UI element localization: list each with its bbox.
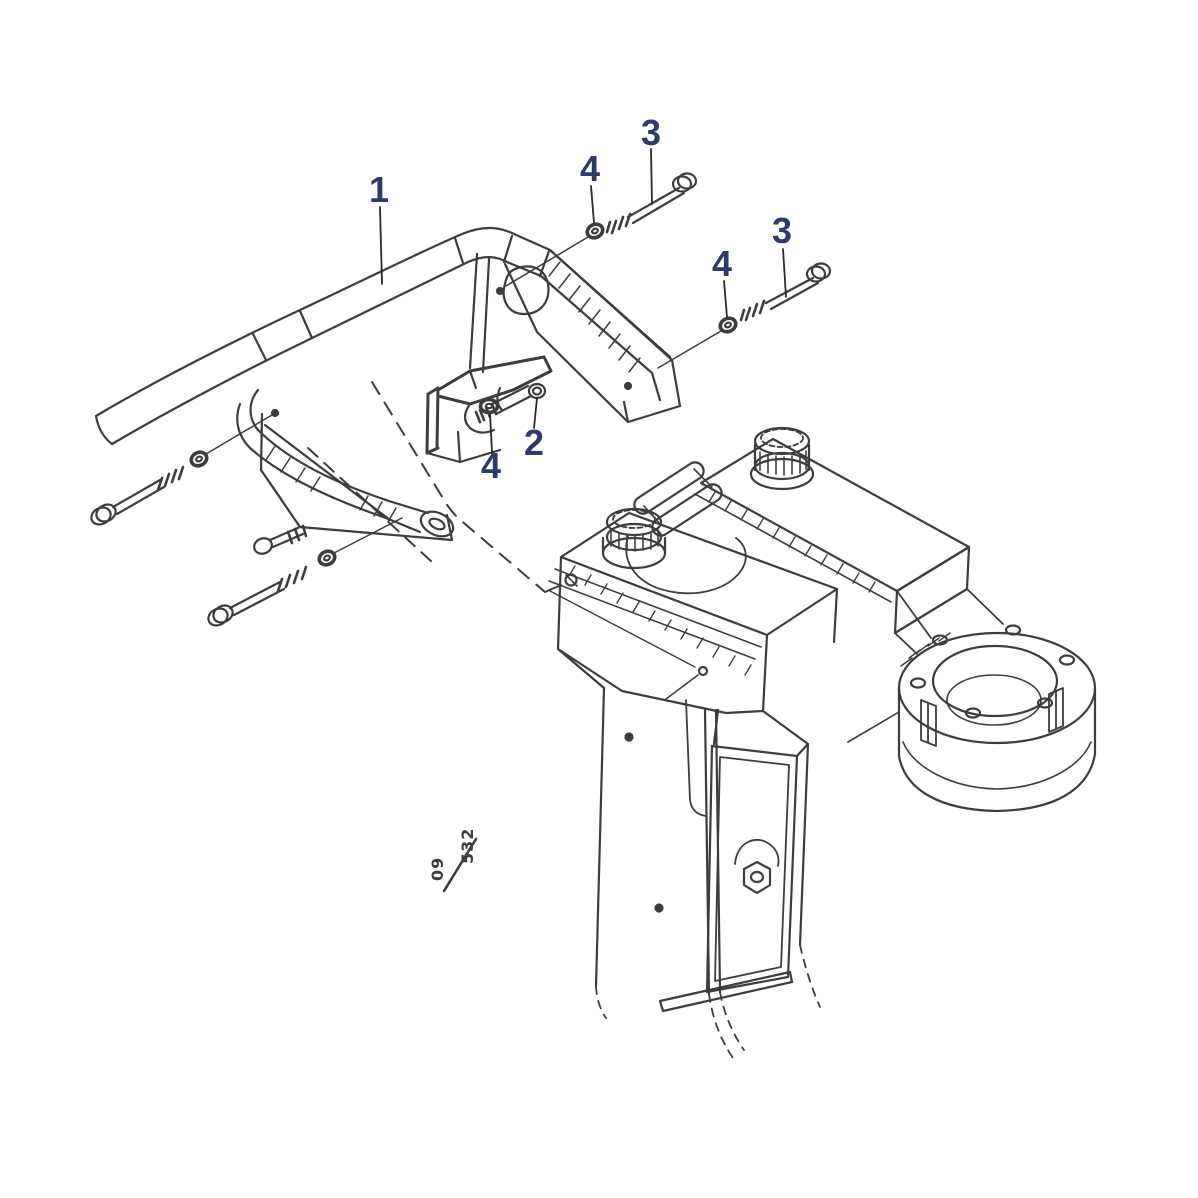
washer-part-4-middle (478, 397, 500, 415)
flange-edge-hatch (900, 632, 951, 667)
alignment-dashed-lines (307, 381, 562, 593)
weld-hatch-right-tube (548, 261, 641, 373)
filler-cap-right (749, 426, 815, 491)
callout-4-washer-upper: 4 (579, 148, 601, 189)
bolt-part-3-lower (657, 262, 832, 369)
filler-cap-left (601, 507, 667, 570)
grip-hatch-front (568, 565, 752, 676)
mounting-bolt-left-upper (90, 414, 273, 526)
callout-4-washer-middle: 4 (480, 445, 502, 486)
machine-head (548, 437, 971, 715)
callout-1-handle-bracket: 1 (368, 169, 390, 210)
callout-3-bolt-lower: 3 (771, 210, 793, 251)
handle-bracket-part-1 (94, 226, 682, 542)
grip-hatch-rear (708, 491, 876, 593)
washer-part-4-right (718, 316, 738, 334)
support-column (594, 686, 821, 1059)
bolt-part-3-upper (505, 172, 698, 287)
weld-hatch-lower-tube (265, 445, 397, 523)
washer-part-4-upper (585, 222, 605, 240)
sheet-ref-right: 532 (458, 827, 477, 864)
sheet-ref-slash (442, 837, 478, 893)
callout-2-clamp-bolt: 2 (523, 422, 545, 463)
sheet-ref-left: 09 (428, 856, 447, 881)
mounting-flange-ring (847, 588, 1097, 813)
callout-leader-lines (379, 148, 787, 453)
callout-3-bolt-upper: 3 (640, 112, 662, 153)
mounting-bolt-left-short (253, 524, 308, 555)
callout-4-washer-right: 4 (711, 243, 733, 284)
carry-handle (625, 461, 747, 595)
